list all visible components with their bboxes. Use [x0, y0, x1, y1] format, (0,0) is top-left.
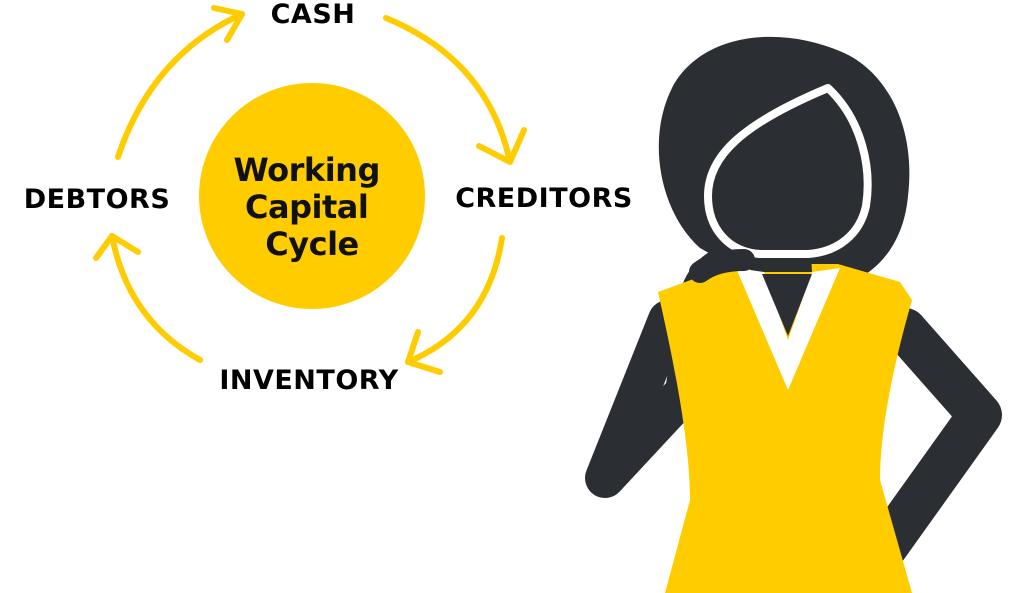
- center-line-1: Working: [234, 151, 380, 189]
- svg-text:Working Capital Cy: Working Capital Cycle: [234, 151, 391, 263]
- vest-icon: [658, 264, 912, 593]
- right-arm-icon: [863, 308, 1002, 570]
- hand-icon: [689, 249, 755, 283]
- cycle-arrows: [93, 5, 527, 375]
- center-line-3: Cycle: [265, 225, 358, 263]
- thinking-woman-icon: [585, 36, 1002, 593]
- center-badge: Working Capital Cycle: [199, 83, 425, 309]
- cycle-labels: CASH CREDITORS INVENTORY DEBTORS: [24, 0, 633, 396]
- arrow-debtors-to-cash-icon: [115, 5, 245, 160]
- label-debtors: DEBTORS: [24, 184, 171, 215]
- arrow-cash-to-creditors-icon: [383, 15, 527, 165]
- neckline-icon: [762, 274, 812, 336]
- label-creditors: CREDITORS: [455, 183, 633, 214]
- arrow-inventory-to-debtors-icon: [93, 233, 203, 363]
- center-line-2: Capital: [245, 188, 368, 226]
- face-icon: [704, 84, 872, 258]
- center-circle: [199, 83, 425, 309]
- collar-icon: [736, 268, 840, 390]
- label-inventory: INVENTORY: [219, 365, 398, 396]
- arrow-creditors-to-inventory-icon: [405, 235, 505, 375]
- label-cash: CASH: [271, 0, 356, 30]
